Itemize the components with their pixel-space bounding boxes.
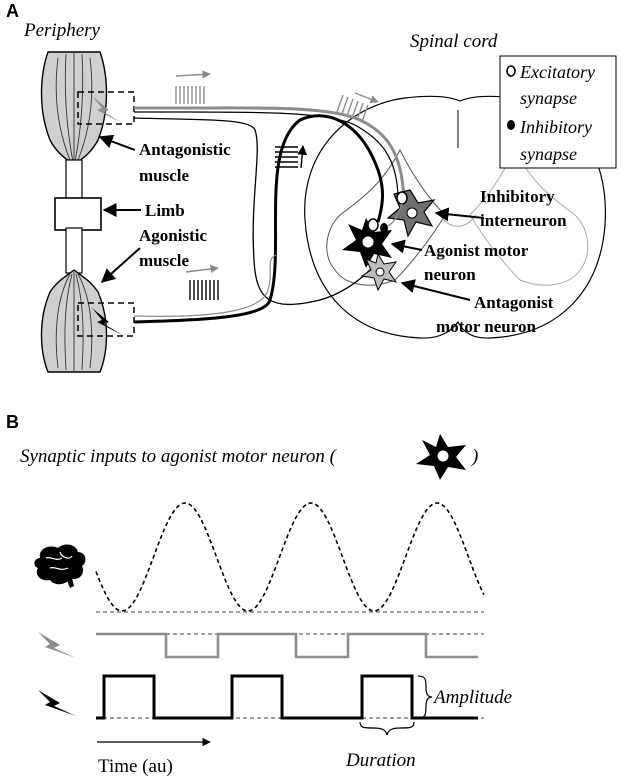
black-lightning-icon-b [38, 690, 76, 716]
inhibitory-interneuron-label-line2: interneuron [480, 211, 567, 230]
panel-b-title: Synaptic inputs to agonist motor neuron … [20, 446, 338, 467]
agonist-efferent-fiber [133, 254, 277, 317]
antagonist-motor-neuron-arrow [400, 279, 471, 301]
excitatory-synapse-icon [506, 65, 516, 77]
inhibitory-synapse-icon [507, 120, 515, 130]
limb-label: Limb [145, 201, 185, 220]
black-square-wave [96, 674, 478, 720]
black-lightning-icon [92, 308, 124, 336]
gray-arrow-bottom [185, 264, 219, 274]
duration-brace [359, 721, 415, 736]
legend-inhibitory-line1: Inhibitory [519, 117, 592, 137]
excitatory-synapse-black [367, 218, 379, 232]
agonist-motor-neuron-label-line1: Agonist motor [424, 241, 529, 260]
agonist-motor-neuron-arrow [390, 239, 423, 254]
legend-excitatory-line1: Excitatory [519, 62, 595, 82]
legend-box [499, 55, 617, 169]
gray-square-wave [96, 632, 478, 659]
black-afferent-fiber [133, 114, 384, 324]
limb-box [54, 197, 102, 231]
agonistic-muscle-label-line1: Agonistic [139, 226, 207, 245]
interneuron-axon [387, 203, 403, 227]
panel-b-label: B [6, 412, 19, 432]
duration-label: Duration [345, 750, 416, 771]
spike-train-gray-top [175, 86, 205, 104]
antagonistic-muscle-label-line2: muscle [139, 166, 190, 185]
black-arrow-up [297, 145, 308, 169]
periphery-label: Periphery [23, 20, 101, 41]
agonist-neuron-nucleus [361, 235, 375, 249]
antagonist-neuron-nucleus [375, 267, 385, 277]
panel-a-label: A [6, 1, 19, 21]
agonistic-muscle-arrow [100, 247, 141, 283]
spike-train-gray-cord [336, 94, 369, 123]
legend-excitatory-line2: synapse [520, 88, 577, 108]
brain-icon [34, 544, 86, 588]
central-drive-wave [95, 502, 485, 612]
agonistic-muscle-label-line2: muscle [139, 251, 190, 270]
agonist-sensor-box [77, 302, 135, 337]
time-axis-label: Time (au) [98, 756, 173, 777]
antagonistic-muscle-shape [40, 51, 108, 201]
spike-train-horizontal [275, 146, 298, 168]
interneuron-nucleus [406, 207, 418, 219]
agonist-motor-neuron-label-line2: neuron [424, 265, 476, 284]
gray-afferent-fiber-edge [134, 111, 399, 201]
antagonist-motor-neuron-label-line1: Antagonist [474, 293, 554, 312]
gray-lightning-icon-b [38, 632, 76, 658]
inhibitory-interneuron-arrow [434, 207, 485, 222]
antagonist-motor-neuron-label-line2: motor neuron [436, 317, 537, 336]
antagonistic-muscle-arrow [98, 134, 136, 151]
amplitude-brace [417, 675, 433, 719]
excitatory-synapse-gray [396, 191, 408, 205]
spike-train-black-bottom [189, 280, 219, 300]
gray-lightning-icon [92, 96, 124, 124]
inhibitory-interneuron-label-line1: Inhibitory [480, 187, 555, 206]
star-neuron-nucleus [436, 449, 450, 463]
spinal-cord-label: Spinal cord [410, 31, 498, 52]
legend-inhibitory-line2: synapse [520, 144, 577, 164]
antagonist-efferent-fiber [133, 117, 373, 306]
inhibitory-synapse [380, 223, 388, 233]
amplitude-label: Amplitude [432, 687, 512, 708]
panel-b-title-close: ) [471, 446, 478, 467]
antagonistic-muscle-label-line1: Antagonistic [139, 140, 231, 159]
gray-arrow-cord [354, 92, 379, 104]
gray-arrow-top [175, 70, 211, 79]
agonistic-muscle-shape [40, 227, 108, 373]
